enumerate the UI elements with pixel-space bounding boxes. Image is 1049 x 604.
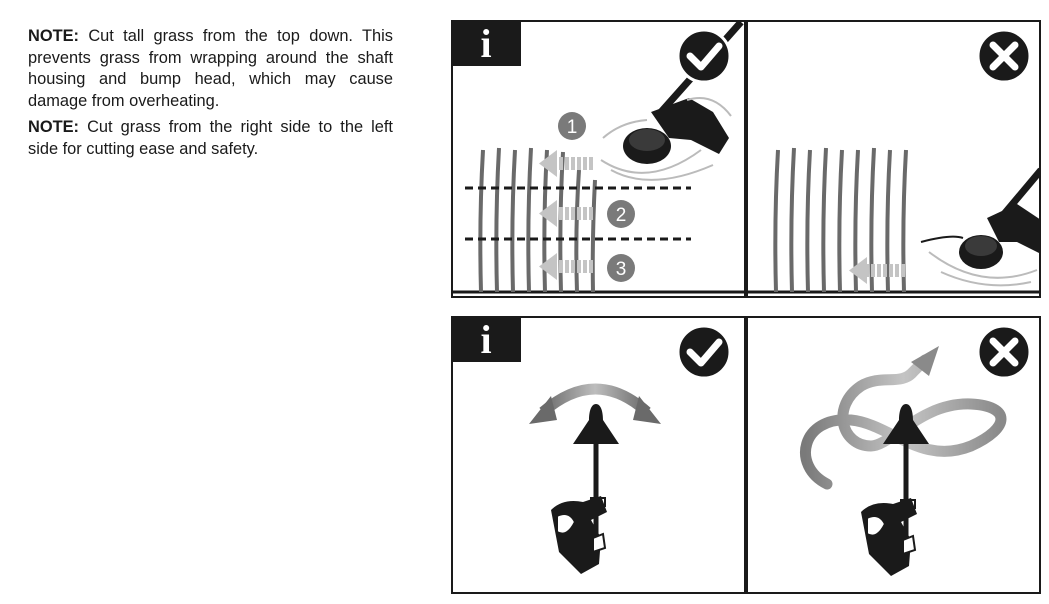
direction-arrow-icon <box>539 150 595 177</box>
note-label: NOTE: <box>28 27 79 45</box>
trimmer-operator-icon <box>861 404 929 576</box>
info-glyph: i <box>480 317 491 362</box>
x-circle-icon <box>976 28 1032 84</box>
direction-arrow-icon <box>539 253 595 280</box>
figure-cutting-direction: i 1 2 <box>451 20 1041 298</box>
note-text: Cut tall grass from the top down. This p… <box>28 27 393 110</box>
info-icon: i <box>451 316 521 362</box>
direction-arrow-icon <box>849 257 905 284</box>
svg-text:1: 1 <box>567 117 578 138</box>
note-label: NOTE: <box>28 118 79 136</box>
info-icon: i <box>451 20 521 66</box>
info-glyph: i <box>480 21 491 66</box>
step-badge-2: 2 <box>607 200 635 228</box>
check-circle-icon <box>676 28 732 84</box>
trimmer-head-icon <box>920 167 1041 287</box>
note-right-to-left: NOTE: Cut grass from the right side to t… <box>28 117 393 160</box>
step-badge-3: 3 <box>607 254 635 282</box>
grass-tall-right <box>773 147 908 293</box>
note-top-down: NOTE: Cut tall grass from the top down. … <box>28 26 393 112</box>
erratic-loop-arrow-icon <box>800 346 1007 490</box>
direction-arrow-icon <box>539 200 595 227</box>
x-circle-icon <box>976 324 1032 380</box>
svg-text:3: 3 <box>616 259 627 280</box>
figure-cutting-direction-drawing: i 1 2 <box>451 20 1041 298</box>
figure-swing-motion-drawing: i <box>451 316 1041 594</box>
note-text: Cut grass from the right side to the lef… <box>28 118 393 158</box>
check-circle-icon <box>676 324 732 380</box>
instruction-notes: NOTE: Cut tall grass from the top down. … <box>28 26 393 165</box>
trimmer-operator-icon <box>551 404 619 574</box>
step-badge-1: 1 <box>558 112 586 140</box>
svg-text:2: 2 <box>616 205 627 226</box>
swing-arc-arrow-icon <box>529 383 661 424</box>
figure-swing-motion: i <box>451 316 1041 594</box>
